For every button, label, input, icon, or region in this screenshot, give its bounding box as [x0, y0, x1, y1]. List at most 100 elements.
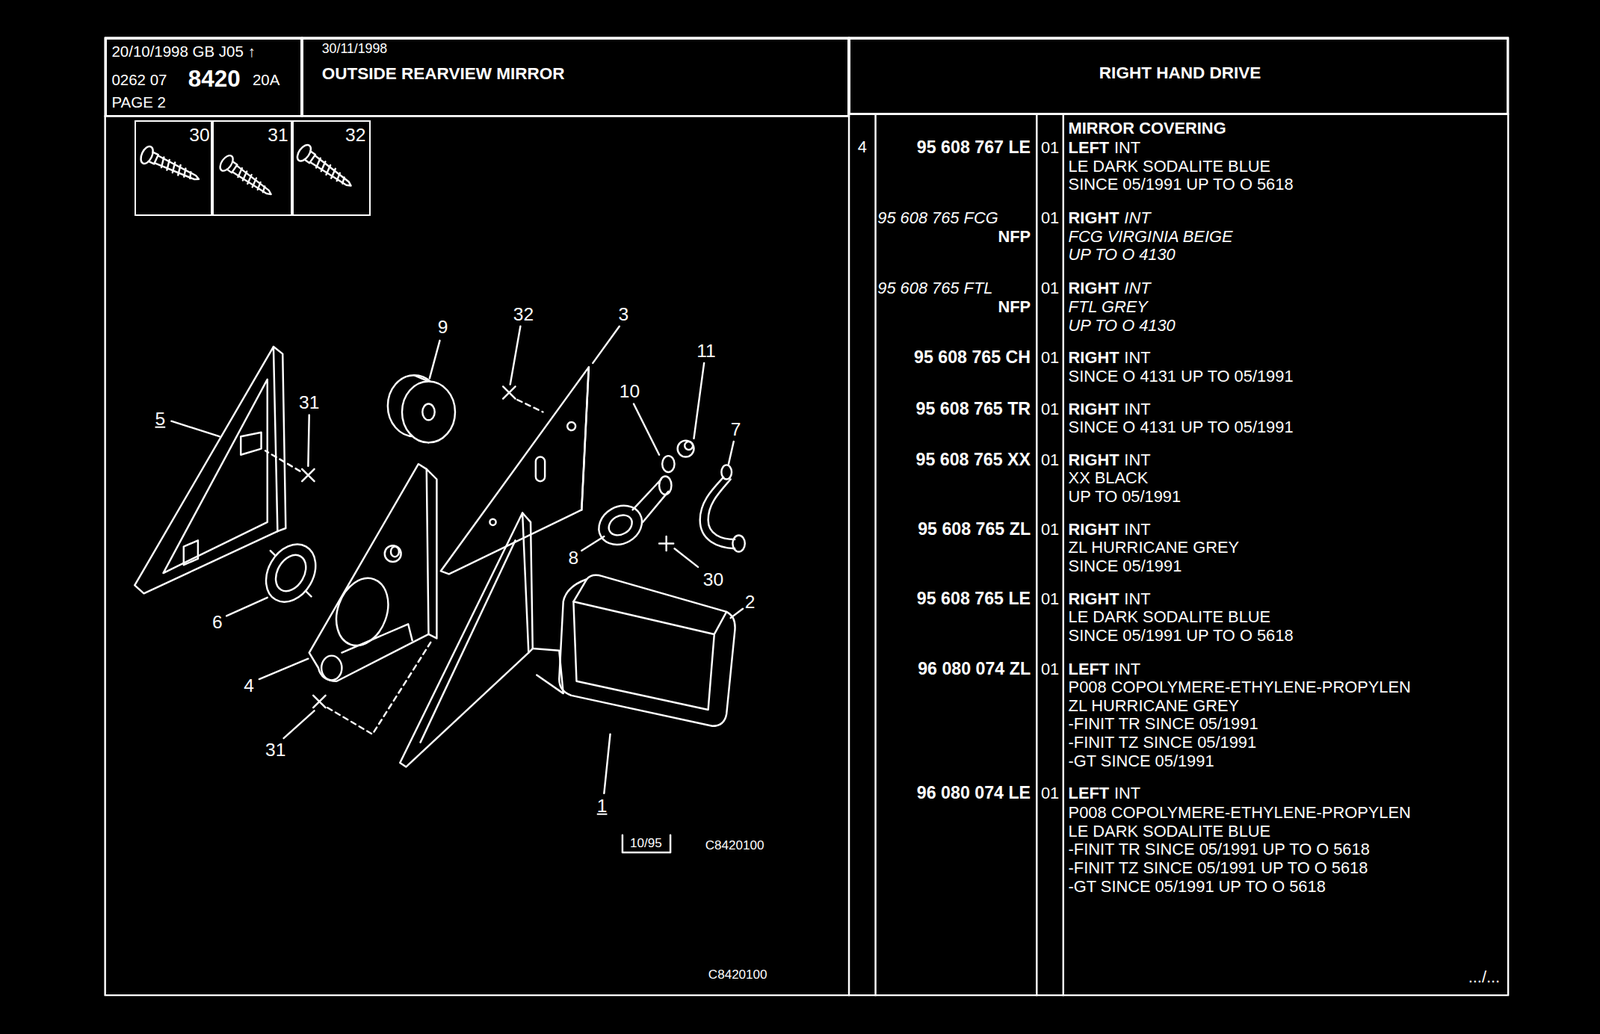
table-cell: INT	[1123, 521, 1151, 539]
callout-number: 4	[243, 676, 255, 696]
header-text: 30/11/1998	[322, 42, 388, 57]
header-text: 0262 07	[111, 72, 167, 88]
table-cell: 01	[1041, 139, 1059, 157]
table-cell: 01	[1041, 401, 1059, 418]
callout-number: 31	[298, 393, 320, 413]
washer	[662, 455, 675, 473]
table-cell: INT	[1123, 349, 1151, 367]
callout-number: 2	[745, 592, 756, 612]
callout-number: 1	[597, 796, 608, 816]
table-cell: -GT SINCE 05/1991	[1068, 753, 1215, 770]
drawing-code: 10/95	[629, 837, 663, 851]
drawing-code: C8420100	[708, 969, 768, 982]
table-cell: -FINIT TR SINCE 05/1991 UP TO O 5618	[1068, 841, 1370, 858]
table-cell: 01	[1041, 591, 1059, 608]
table-cell: SINCE O 4131 UP TO 05/1991	[1068, 368, 1294, 385]
header-text: OUTSIDE REARVIEW MIRROR	[322, 65, 565, 83]
table-cell: 01	[1041, 280, 1059, 297]
table-cell: MIRROR COVERING	[1068, 120, 1227, 137]
control-cable	[700, 464, 746, 552]
table-cell: INT	[1114, 785, 1141, 802]
table-cell: RIGHT	[1068, 280, 1120, 297]
header-text: 20A	[252, 72, 280, 88]
table-cell: -FINIT TZ SINCE 05/1991 UP TO O 5618	[1068, 860, 1369, 877]
table-cell: FCG VIRGINIA BEIGE	[1068, 228, 1234, 246]
callout-number: 9	[437, 318, 449, 338]
callout-number: 6	[212, 613, 223, 633]
table-cell: LEFT	[1068, 785, 1110, 802]
table-cell: INT	[1123, 452, 1151, 469]
table-cell: LE DARK SODALITE BLUE	[1068, 609, 1272, 626]
table-cell: 95 608 765 ZL	[917, 520, 1031, 539]
table-cell: INT	[1123, 280, 1151, 297]
callout-number: 32	[513, 304, 534, 324]
adjuster	[591, 476, 672, 553]
table-cell: RIGHT	[1068, 349, 1120, 367]
gasket	[256, 535, 326, 612]
table-cell: ZL HURRICANE GREY	[1068, 697, 1240, 715]
nut	[677, 440, 695, 458]
mirror-base	[309, 464, 438, 682]
table-cell: INT	[1114, 139, 1141, 157]
table-cell: NFP	[997, 298, 1031, 316]
table-cell: UP TO O 4130	[1068, 246, 1176, 264]
table-cell: 95 608 765 FTL	[877, 280, 993, 297]
fastener-box: 30	[134, 120, 213, 216]
header-cell: 30/11/1998OUTSIDE REARVIEW MIRROR	[301, 38, 849, 117]
table-cell: INT	[1114, 661, 1141, 678]
table-cell: 95 608 765 FCG	[877, 209, 998, 227]
header-text: 8420	[188, 67, 241, 91]
leader-line	[171, 326, 743, 794]
callout-number: 30	[189, 126, 210, 145]
callout-number: 8	[568, 549, 580, 568]
header-cell: 20/10/1998 GB J05 ↑0262 07842020APAGE 2	[105, 38, 303, 117]
table-cell: RIGHT	[1068, 209, 1120, 227]
table-cell: ZL HURRICANE GREY	[1068, 539, 1240, 557]
table-cell: RIGHT	[1068, 591, 1120, 608]
assembly-line	[265, 399, 543, 735]
table-cell: INT	[1123, 401, 1151, 418]
table-cell: NFP	[997, 228, 1031, 246]
screw-marker	[301, 386, 674, 708]
table-cell: 01	[1041, 452, 1059, 469]
table-cell: LEFT	[1068, 139, 1110, 157]
table-cell: FTL GREY	[1068, 298, 1148, 316]
table-cell: LE DARK SODALITE BLUE	[1068, 823, 1272, 840]
callout-number: 31	[267, 126, 288, 145]
table-cell: 01	[1041, 349, 1059, 367]
screw-icon	[138, 142, 356, 202]
table-cell: UP TO 05/1991	[1068, 488, 1181, 506]
header-cell: RIGHT HAND DRIVE	[848, 38, 1509, 115]
table-cell: 96 080 074 ZL	[917, 660, 1031, 678]
table-cell: -FINIT TZ SINCE 05/1991	[1068, 734, 1257, 752]
table-cell: SINCE 05/1991	[1068, 558, 1183, 575]
callout-number: 10	[619, 382, 640, 402]
page-frame	[105, 38, 1509, 997]
table-cell: 96 080 074 LE	[916, 785, 1031, 803]
fastener-box: 32	[292, 120, 371, 216]
callout-number: 32	[345, 126, 366, 145]
table-cell: RIGHT	[1068, 452, 1120, 469]
fastener-box: 31	[212, 120, 293, 216]
table-cell: SINCE 05/1991 UP TO O 5618	[1068, 176, 1294, 193]
table-cell: 95 608 767 LE	[916, 139, 1031, 157]
callout-number: 30	[703, 570, 724, 589]
table-cell: .../...	[1468, 969, 1500, 986]
callout-number: 5	[155, 410, 166, 429]
table-cell: P008 COPOLYMERE-ETHYLENE-PROPYLEN	[1068, 804, 1411, 822]
table-cell: RIGHT	[1068, 521, 1120, 539]
callout-number: 11	[696, 341, 716, 361]
table-cell: INT	[1123, 591, 1151, 608]
table-cell: 95 608 765 LE	[916, 590, 1031, 608]
mirror-housing	[399, 513, 563, 768]
callout-number: 7	[730, 420, 742, 440]
mirror-head	[558, 575, 735, 727]
table-cell: 95 608 765 CH	[913, 349, 1031, 367]
table-cell: XX BLACK	[1068, 470, 1149, 487]
table-cell: 01	[1041, 661, 1059, 678]
table-cell: 01	[1041, 785, 1059, 802]
table-cell: 01	[1041, 209, 1059, 227]
header-text: RIGHT HAND DRIVE	[1099, 64, 1261, 82]
callout-number: 3	[618, 304, 629, 324]
